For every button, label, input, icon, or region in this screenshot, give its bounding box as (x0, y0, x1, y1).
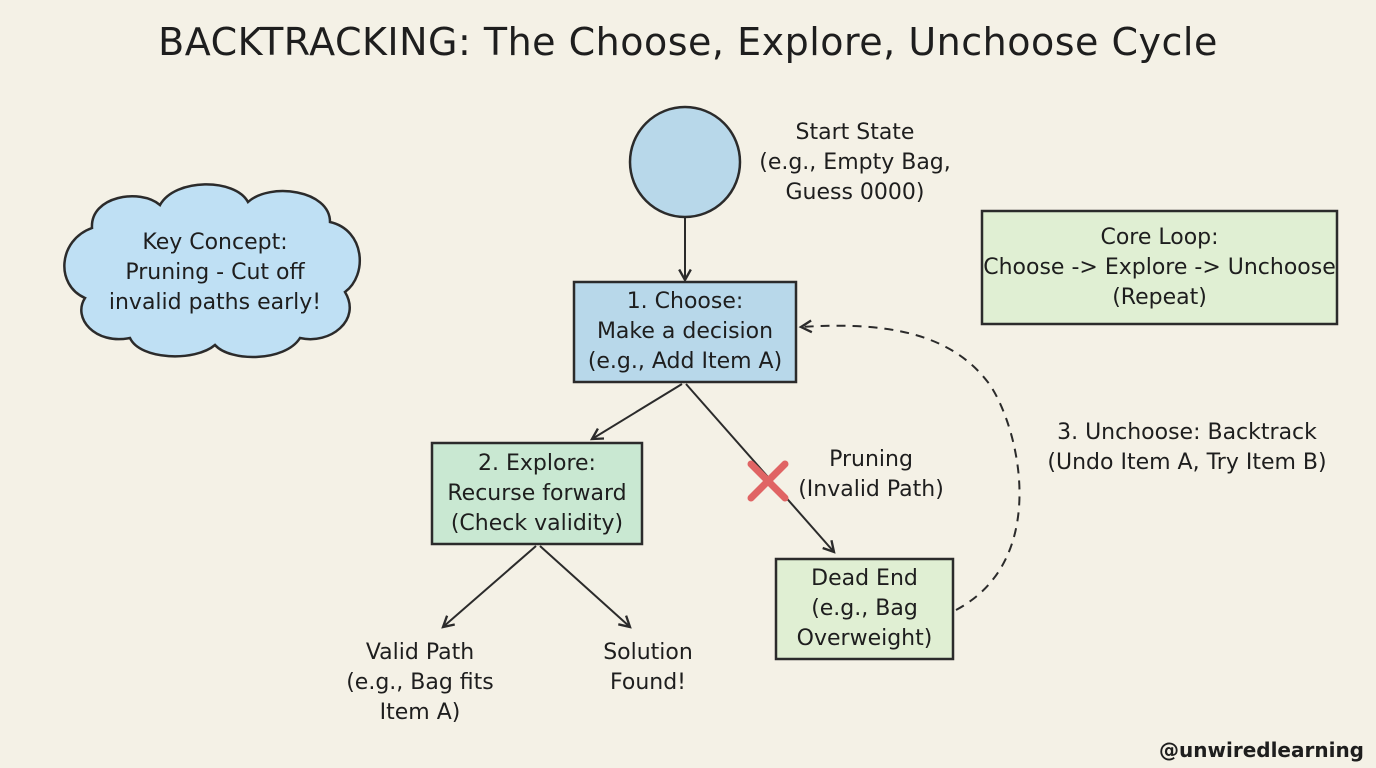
start-state-line-1: Start State (795, 120, 915, 145)
unchoose-line-1: 3. Unchoose: Backtrack (1057, 420, 1317, 445)
start-state-line-3: Guess 0000) (785, 180, 925, 205)
pruning-line-1: Pruning (829, 447, 913, 472)
valid-path-line-3: Item A) (379, 700, 461, 725)
solution-line-1: Solution (603, 640, 693, 665)
choose-box-line-3: (e.g., Add Item A) (587, 349, 783, 374)
arrow-explore-to-solution (539, 545, 630, 627)
key-concept-line-1: Key Concept: (142, 230, 288, 255)
pruning-label: Pruning (Invalid Path) (786, 445, 956, 505)
diagram-title: BACKTRACKING: The Choose, Explore, Uncho… (158, 20, 1218, 64)
core-loop-line-3: (Repeat) (1112, 285, 1207, 310)
solution-line-2: Found! (609, 670, 686, 695)
choose-box-line-2: Make a decision (596, 319, 774, 344)
dead-end-line-1: Dead End (811, 566, 918, 591)
start-state-label: Start State (e.g., Empty Bag, Guess 0000… (742, 118, 968, 208)
explore-box-shape (430, 441, 644, 546)
key-concept-cloud: Key Concept: Pruning - Cut off invalid p… (80, 228, 350, 318)
key-concept-cloud-shape (63, 183, 361, 359)
core-loop-line-2: Choose -> Explore -> Unchoose (983, 255, 1336, 280)
arrow-backtrack-dashed (801, 326, 1021, 611)
valid-path-line-2: (e.g., Bag fits (346, 670, 494, 695)
pruning-x-icon (747, 460, 789, 502)
arrow-choose-to-explore (592, 383, 683, 439)
unchoose-line-2: (Undo Item A, Try Item B) (1047, 450, 1327, 475)
start-state-node (628, 105, 742, 219)
unchoose-label: 3. Unchoose: Backtrack (Undo Item A, Try… (1016, 418, 1358, 478)
core-loop-box-shape (980, 209, 1339, 326)
core-loop-line-1: Core Loop: (1100, 225, 1219, 250)
choose-box-line-1: 1. Choose: (626, 289, 744, 314)
explore-box-line-2: Recurse forward (447, 481, 627, 506)
explore-box-line-1: 2. Explore: (478, 451, 596, 476)
arrow-explore-to-valid-path (443, 545, 537, 627)
dead-end-line-2: (e.g., Bag (811, 596, 918, 621)
explore-box: 2. Explore: Recurse forward (Check valid… (432, 449, 642, 539)
watermark-handle: @unwiredlearning (1159, 738, 1364, 762)
dead-end-box-shape (774, 557, 955, 661)
pruning-line-2: (Invalid Path) (798, 477, 944, 502)
choose-box-shape (572, 280, 798, 384)
choose-box: 1. Choose: Make a decision (e.g., Add It… (574, 287, 796, 377)
key-concept-line-3: invalid paths early! (108, 290, 322, 315)
arrow-choose-to-dead-end (685, 383, 834, 552)
start-state-line-2: (e.g., Empty Bag, (759, 150, 951, 175)
explore-box-line-3: (Check validity) (450, 511, 624, 536)
dead-end-line-3: Overweight) (796, 626, 933, 651)
valid-path-label: Valid Path (e.g., Bag fits Item A) (330, 638, 510, 728)
key-concept-line-2: Pruning - Cut off (125, 260, 305, 285)
valid-path-line-1: Valid Path (365, 640, 475, 665)
dead-end-box: Dead End (e.g., Bag Overweight) (776, 564, 953, 654)
solution-label: Solution Found! (588, 638, 708, 698)
core-loop-box: Core Loop: Choose -> Explore -> Unchoose… (982, 223, 1337, 313)
